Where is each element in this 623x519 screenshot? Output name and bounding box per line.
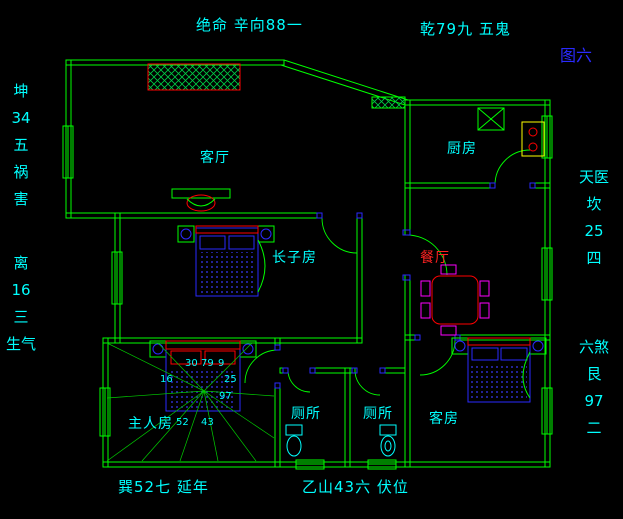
label-right-lower: 六煞 艮 97 二 [578,338,609,437]
bed-master [149,340,257,412]
master-number-25: 25 [224,374,237,385]
label-right-upper: 天医 坎 25 四 [578,168,609,267]
figure-number-label: 图六 [560,46,593,65]
master-number-79: 79 [201,358,214,369]
windows [62,96,553,470]
compass-lines [106,342,275,462]
furniture [147,63,547,457]
label-bottom-left: 巽52七 延年 [118,478,209,496]
master-number-16: 16 [160,374,173,385]
door-arcs [244,149,531,396]
label-top-right: 乾79九 五鬼 [420,20,511,38]
toilet-fixture-right [379,424,397,457]
label-left-upper: 坤 34 五 祸 害 [11,82,31,208]
sofa [147,63,241,91]
label-living-room: 客厅 [200,150,230,166]
master-number-9: 9 [218,358,225,369]
label-guest-room: 客房 [429,411,459,427]
kitchen-stove [521,121,545,157]
label-kitchen: 厨房 [447,141,477,157]
label-top: 绝命 辛向88一 [196,16,303,34]
label-master-bedroom: 主人房 [128,416,173,432]
kitchen-sink [477,107,505,131]
tv-cabinet [171,188,231,212]
label-bottom-center: 乙山43六 伏位 [302,478,409,496]
dining-table [420,264,490,336]
master-number-52: 52 [176,417,189,428]
label-dining-room: 餐厅 [420,250,450,266]
label-left-lower: 离 16 三 生气 [5,254,36,353]
toilet-fixture-left [285,424,303,457]
label-toilet-right: 厕所 [363,406,393,422]
master-number-43: 43 [201,417,214,428]
master-number-97: 97 [219,391,232,402]
label-toilet-left: 厕所 [291,406,321,422]
label-eldest-son-room: 长子房 [272,250,317,266]
walls [65,59,551,468]
bed-guest [451,337,547,403]
bed-eldest-son [177,225,275,297]
master-number-30: 30 [185,358,198,369]
